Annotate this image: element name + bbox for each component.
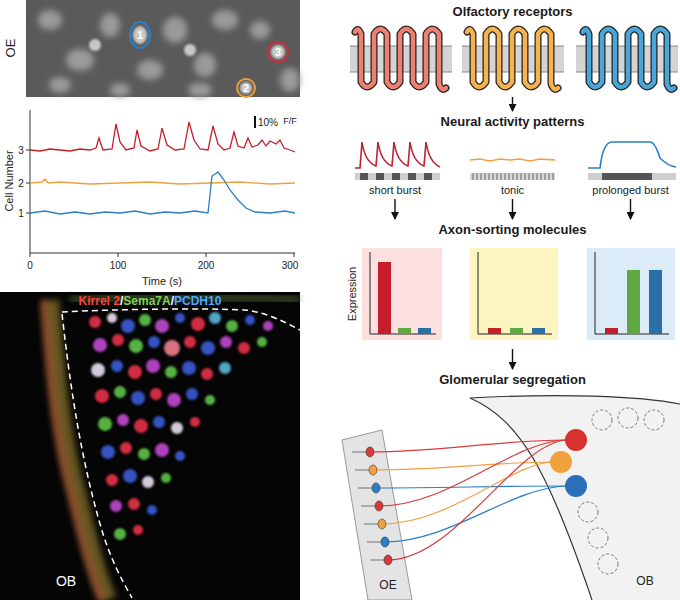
section-heading: Axon-sorting molecules xyxy=(438,223,586,238)
axis-title: Cell Number xyxy=(3,150,15,211)
stain-name: PCDH10 xyxy=(174,295,221,308)
callout-number: 1 xyxy=(137,29,143,41)
tick-label: 1 xyxy=(18,208,24,219)
section-heading: Neural activity patterns xyxy=(441,115,585,130)
pattern-label: tonic xyxy=(501,184,524,197)
section-band: Glomerular segregation xyxy=(345,370,680,394)
tick-label: 300 xyxy=(282,260,299,271)
stain-title: Kirrel 2/Sema7A/PCDH10 xyxy=(79,295,222,308)
pattern-group: short burst xyxy=(345,132,445,198)
pattern-label: prolonged burst xyxy=(592,184,668,197)
tick-label: 100 xyxy=(110,260,127,271)
scale-label: 10% xyxy=(258,117,278,128)
region-label: OB xyxy=(636,575,653,588)
section-band: Neural activity patterns xyxy=(345,112,680,132)
expression-panels xyxy=(362,248,675,340)
section-band: Axon-sorting molecules xyxy=(345,220,680,348)
flow-arrow xyxy=(512,199,513,219)
scale-unit: F/F xyxy=(283,117,297,127)
pattern-group: prolonged burst xyxy=(583,132,678,198)
ob-image xyxy=(0,292,300,600)
callout-number: 3 xyxy=(275,46,281,58)
stain-separator: / xyxy=(120,295,123,308)
pattern-label: short burst xyxy=(369,184,421,197)
stain-separator: / xyxy=(171,295,174,308)
panel-label: OE xyxy=(4,39,18,58)
stain-name: Sema7A xyxy=(123,295,170,308)
glomerular-illustration xyxy=(342,396,680,600)
flow-arrow xyxy=(512,97,513,111)
tick-label: 200 xyxy=(198,260,215,271)
axis-title: Expression xyxy=(346,267,358,321)
region-label: OE xyxy=(379,579,396,592)
section-heading: Glomerular segregation xyxy=(439,373,586,388)
tick-label: 0 xyxy=(27,260,33,271)
flow-arrow xyxy=(630,199,631,219)
axis-title: Time (s) xyxy=(142,275,182,287)
section-band: Olfactory receptors xyxy=(345,2,680,96)
activity-icons xyxy=(355,142,676,180)
section-heading: Olfactory receptors xyxy=(453,5,573,20)
tick-label: 2 xyxy=(18,178,24,189)
calcium-traces xyxy=(26,110,295,257)
callout-number: 2 xyxy=(243,82,249,94)
flow-arrow xyxy=(512,349,513,369)
stain-name: Kirrel 2 xyxy=(79,295,120,308)
tick-label: 3 xyxy=(18,145,24,156)
oe-image xyxy=(26,0,300,97)
pattern-group: tonic xyxy=(465,132,560,198)
region-label: OB xyxy=(56,574,76,589)
flow-arrow xyxy=(394,199,395,219)
olfactory-receptors xyxy=(355,29,674,89)
